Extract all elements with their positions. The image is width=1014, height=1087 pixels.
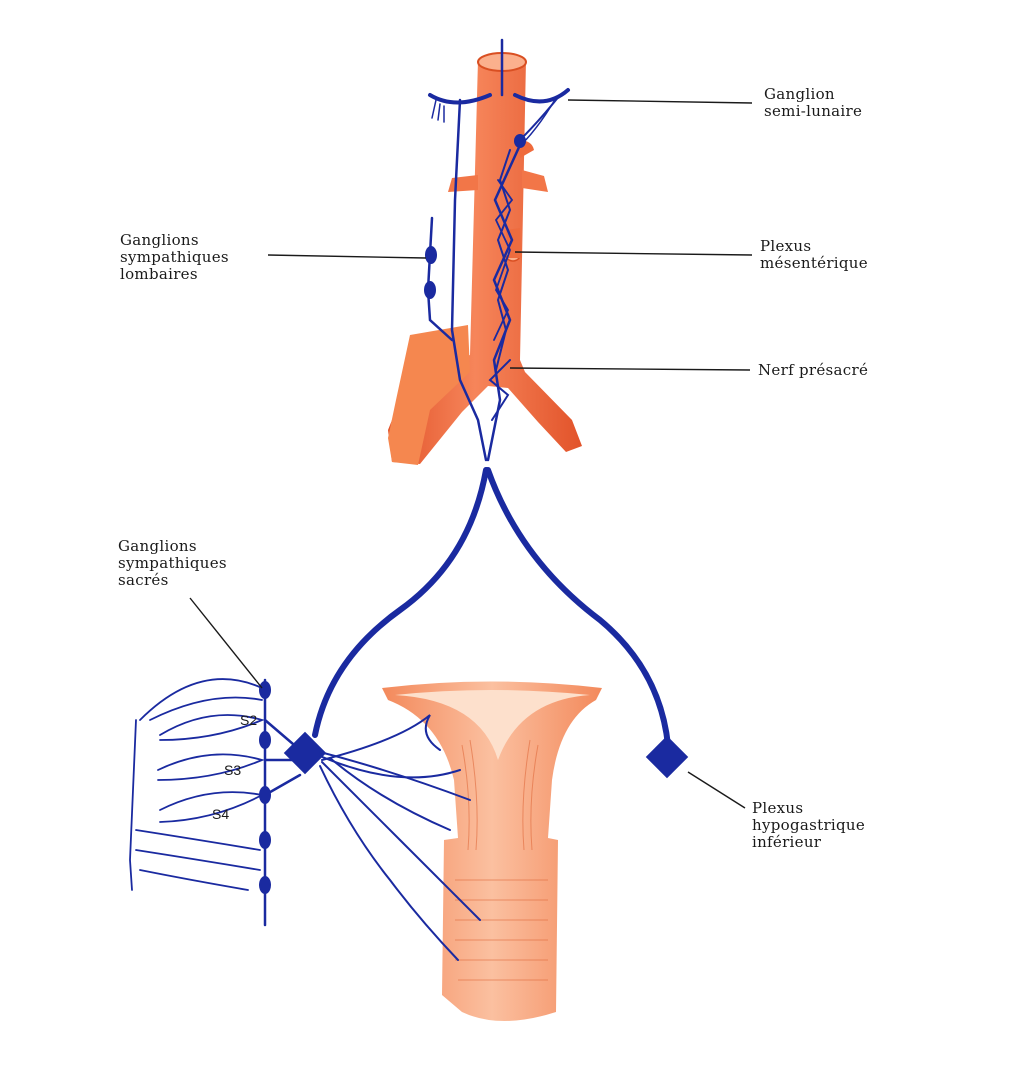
aorta bbox=[388, 52, 582, 465]
leader-lines bbox=[189, 99, 753, 809]
segment-label-s3: S3 bbox=[224, 762, 242, 778]
leader-presacral bbox=[509, 367, 751, 371]
semilunar-ganglion-right bbox=[513, 88, 570, 104]
sacral-ganglia bbox=[259, 681, 271, 894]
uterus-body bbox=[382, 681, 602, 1021]
aorta-trunk bbox=[388, 60, 582, 464]
label-plexus-mesenterique: Plexus mésentérique bbox=[760, 237, 868, 272]
renal-artery-left bbox=[448, 175, 478, 192]
semilunar-ganglion-left bbox=[428, 93, 492, 105]
label-plexus-hypogastrique: Plexus hypogastrique inférieur bbox=[752, 799, 866, 851]
lumbar-ganglion-2 bbox=[424, 281, 436, 299]
segment-label-s2: S2 bbox=[240, 712, 258, 728]
uterus-cavity bbox=[395, 690, 590, 760]
right-hypogastric-nerve bbox=[485, 467, 671, 748]
leader-hypogastric bbox=[687, 771, 746, 809]
upper-ganglia bbox=[424, 134, 526, 299]
uterus bbox=[382, 681, 602, 1021]
label-ganglion-semilunaire: Ganglion semi-lunaire bbox=[764, 85, 863, 120]
leader-semilunar bbox=[567, 99, 753, 104]
uterine-nerve-branches bbox=[319, 714, 481, 961]
label-ganglions-lombaires: Ganglions sympathiques lombaires bbox=[120, 231, 229, 283]
label-ganglions-sacres: Ganglions sympathiques sacrés bbox=[118, 537, 227, 589]
plexus-right-box bbox=[645, 735, 689, 779]
left-hypogastric-nerve bbox=[312, 467, 489, 738]
leader-sacral bbox=[189, 597, 263, 689]
sacral-nerves bbox=[129, 678, 302, 927]
renal-artery-right bbox=[522, 170, 548, 192]
celiac-ganglion bbox=[514, 134, 526, 148]
leader-lumbar bbox=[267, 254, 427, 259]
segment-label-s4: S4 bbox=[212, 806, 230, 822]
left-common-iliac bbox=[388, 325, 470, 465]
label-nerf-presacre: Nerf présacré bbox=[758, 361, 869, 379]
leader-mesenteric bbox=[514, 251, 753, 256]
hypogastric-nerves bbox=[312, 467, 671, 748]
lumbar-ganglion-1 bbox=[425, 246, 437, 264]
